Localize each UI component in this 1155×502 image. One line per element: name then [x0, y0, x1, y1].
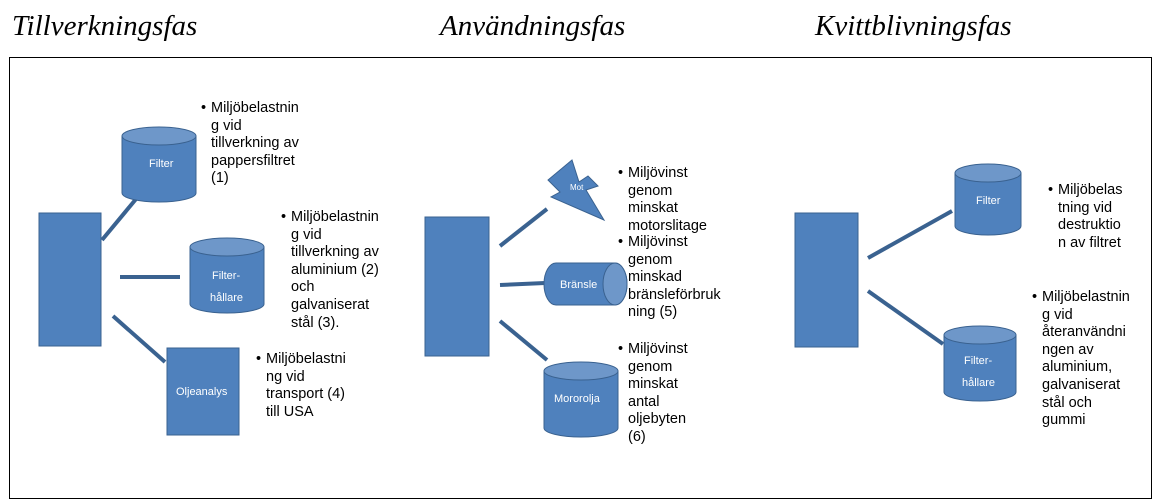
note-line: g vid [211, 117, 242, 134]
filterhallare-label-3-line1: Filter- [964, 355, 992, 367]
note-line: Miljövinst [628, 341, 688, 357]
bransle-label: Bränsle [560, 279, 597, 291]
filter-cylinder [121, 126, 197, 203]
phase3-main-block [794, 212, 859, 348]
filterhallare-cylinder-3 [943, 325, 1017, 402]
note-line: minskat [628, 376, 678, 393]
note-line: Miljöbelastni [266, 351, 346, 367]
note-line: oljebyten [628, 411, 687, 428]
note-line: destruktio [1058, 217, 1121, 234]
note-line: galvaniserat [1042, 376, 1121, 393]
note-line: minskat [628, 200, 678, 217]
note-line: motorslitage [628, 217, 707, 234]
connector-line [499, 281, 546, 287]
connector-line [498, 319, 549, 362]
note-line: genom [628, 358, 673, 375]
note-line: aluminium (2) [291, 261, 379, 278]
phase2-main-block [424, 216, 490, 357]
lightning-shape [547, 159, 606, 222]
connector-line [866, 289, 945, 346]
filter-label-3: Filter [976, 195, 1001, 207]
filterhallare-cylinder [189, 237, 265, 314]
connector-line [111, 314, 167, 364]
note-line: stål (3). [291, 314, 340, 331]
oljeanalys-block [166, 347, 240, 436]
note-line: Miljövinst [628, 165, 688, 181]
filterhallare-label-line1: Filter- [212, 270, 240, 282]
note-bransleforbrukning: Miljövinstgenomminskadbränsleförbrukning… [618, 234, 721, 322]
heading-anvandningsfas: Användningsfas [440, 10, 626, 42]
connector-line [498, 207, 549, 248]
lightning-label: Mot [570, 183, 584, 192]
note-line: ngen av [1042, 341, 1094, 358]
note-line: Miljövinst [628, 234, 688, 250]
note-line: (1) [211, 170, 229, 187]
filterhallare-label-3-line2: hållare [962, 377, 995, 389]
oljeanalys-label: Oljeanalys [176, 386, 228, 398]
note-line: och [291, 279, 315, 296]
filter-label: Filter [149, 158, 174, 170]
note-line: minskad [628, 269, 682, 286]
note-line: aluminium, [1042, 359, 1113, 376]
note-line: genom [628, 251, 673, 268]
note-line: Miljöbelas [1058, 182, 1123, 198]
note-line: Miljöbelastnin [211, 100, 299, 116]
note-line: g vid [1042, 306, 1073, 323]
filterhallare-label-line2: hållare [210, 292, 243, 304]
note-line: bränsleförbruk [628, 286, 721, 303]
note-line: tillverkning av [211, 135, 299, 152]
mororolja-label: Mororolja [554, 393, 601, 405]
note-line: Miljöbelastnin [291, 209, 379, 225]
phase1-main-block [38, 212, 102, 347]
note-line: antal [628, 393, 660, 410]
note-line: tillverkning av [291, 244, 379, 261]
note-line: ng vid [266, 368, 305, 385]
heading-kvittblivningsfas: Kvittblivningsfas [815, 10, 1012, 42]
note-line: n av filtret [1058, 234, 1121, 251]
heading-tillverkningsfas: Tillverkningsfas [12, 10, 198, 42]
note-line: g vid [291, 226, 322, 243]
note-line: transport (4) [266, 386, 345, 403]
filter-cylinder-3 [954, 163, 1022, 236]
note-line: (6) [628, 428, 646, 445]
note-line: ning (5) [628, 304, 678, 321]
note-line: genom [628, 182, 673, 199]
note-line: Miljöbelastnin [1042, 289, 1130, 305]
note-line: stål och [1042, 394, 1092, 411]
note-line: tning vid [1058, 199, 1113, 216]
note-line: återanvändni [1042, 324, 1126, 341]
note-line: till USA [266, 403, 314, 420]
note-line: galvaniserat [291, 296, 370, 313]
connector-line [867, 209, 953, 260]
note-line: pappersfiltret [211, 152, 295, 169]
diagram-frame [9, 57, 1152, 499]
note-line: gummi [1042, 412, 1086, 429]
mororolja-cylinder [543, 361, 619, 438]
